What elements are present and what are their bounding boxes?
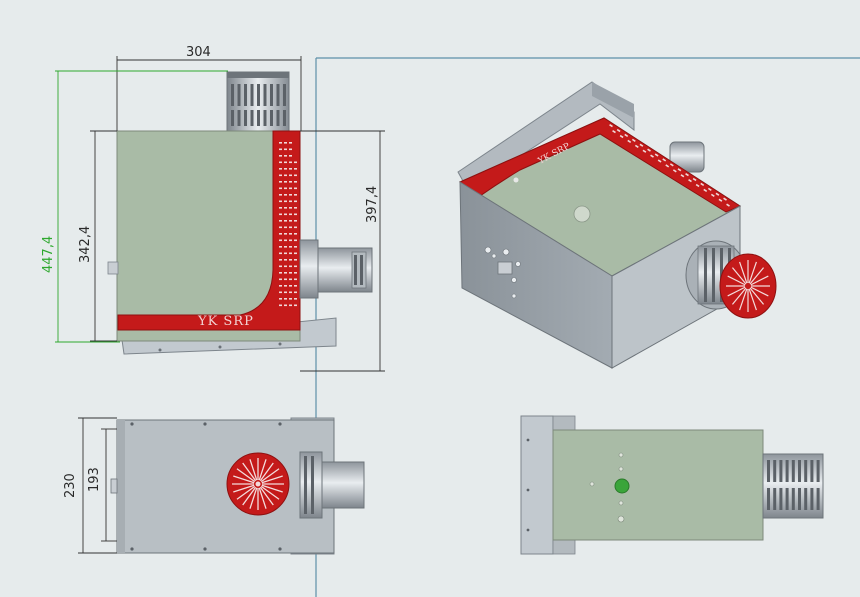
front-view: YK SRP: [107, 71, 373, 355]
front-brand-label: YK SRP: [197, 314, 254, 329]
dim-top-width: 304: [186, 45, 211, 60]
plan-burner-tube: [299, 451, 365, 519]
front-dimensions: 304 447,4 342,4 397,4: [41, 45, 385, 372]
plan-view: [110, 417, 365, 555]
top-exhaust-tube: [226, 71, 290, 133]
dim-body-height: 342,4: [78, 226, 93, 263]
side-view: [520, 415, 824, 555]
isometric-view: YK SRP: [457, 81, 777, 369]
front-red-panel: [117, 130, 301, 331]
iso-red-panel: [458, 117, 742, 213]
plan-dimensions: 230 193: [63, 417, 117, 554]
dim-overall-height: 447,4: [41, 236, 56, 273]
dim-right-height: 397,4: [365, 186, 380, 223]
side-body: [552, 429, 764, 541]
dim-plan-inner: 193: [87, 467, 102, 492]
plan-fan: [226, 452, 290, 516]
front-side-tube: [299, 239, 373, 299]
side-perforated-tube: [762, 453, 824, 519]
plan-body: [116, 419, 335, 554]
iso-burner: [685, 240, 777, 319]
dim-plan-outer: 230: [63, 473, 78, 498]
